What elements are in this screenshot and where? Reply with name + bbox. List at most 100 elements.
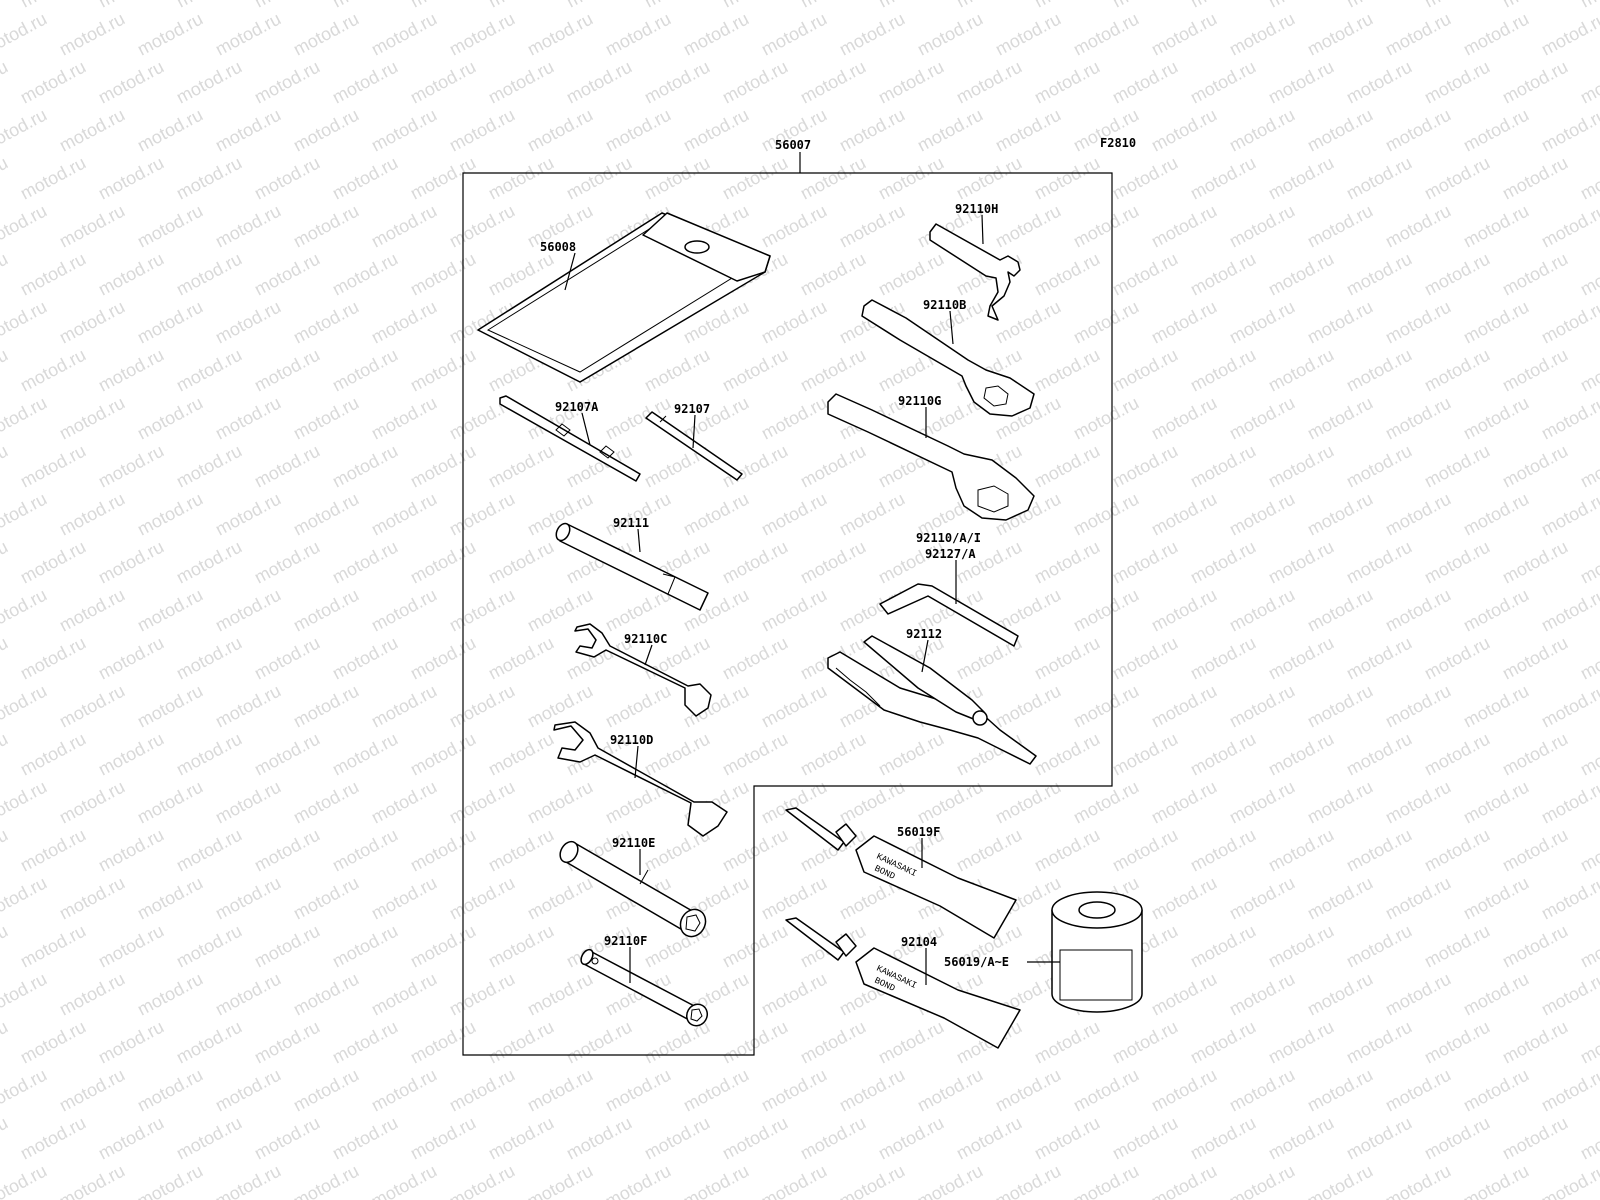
watermark-text: motod.ru bbox=[212, 489, 284, 540]
watermark-text: motod.ru bbox=[329, 537, 401, 588]
watermark-text: motod.ru bbox=[0, 9, 50, 60]
watermark-text: motod.ru bbox=[368, 489, 440, 540]
watermark-text: motod.ru bbox=[56, 105, 128, 156]
watermark-text: motod.ru bbox=[290, 681, 362, 732]
watermark-text: motod.ru bbox=[446, 873, 518, 924]
watermark-text: motod.ru bbox=[953, 0, 1025, 12]
watermark-text: motod.ru bbox=[1304, 1065, 1376, 1116]
watermark-text: motod.ru bbox=[17, 1113, 89, 1164]
watermark-text: motod.ru bbox=[875, 153, 947, 204]
watermark-text: motod.ru bbox=[1421, 441, 1493, 492]
watermark-text: motod.ru bbox=[524, 9, 596, 60]
watermark-text: motod.ru bbox=[134, 489, 206, 540]
watermark-text: motod.ru bbox=[0, 1017, 11, 1068]
watermark-text: motod.ru bbox=[56, 777, 128, 828]
watermark-text: motod.ru bbox=[1382, 585, 1454, 636]
watermark-text: motod.ru bbox=[1148, 1065, 1220, 1116]
watermark-text: motod.ru bbox=[1031, 153, 1103, 204]
watermark-text: motod.ru bbox=[329, 1017, 401, 1068]
watermark-text: motod.ru bbox=[0, 0, 11, 12]
watermark-text: motod.ru bbox=[95, 1017, 167, 1068]
watermark-text: motod.ru bbox=[1538, 969, 1600, 1020]
watermark-text: motod.ru bbox=[446, 585, 518, 636]
watermark-text: motod.ru bbox=[1031, 57, 1103, 108]
watermark-text: motod.ru bbox=[875, 57, 947, 108]
watermark-text: motod.ru bbox=[719, 729, 791, 780]
watermark-text: motod.ru bbox=[446, 969, 518, 1020]
watermark-text: motod.ru bbox=[0, 729, 11, 780]
watermark-text: motod.ru bbox=[797, 0, 869, 12]
watermark-text: motod.ru bbox=[758, 1161, 830, 1200]
label-pouch: 56008 bbox=[540, 240, 576, 254]
watermark-text: motod.ru bbox=[329, 153, 401, 204]
watermark-text: motod.ru bbox=[0, 105, 50, 156]
watermark-text: motod.ru bbox=[1109, 249, 1181, 300]
watermark-text: motod.ru bbox=[17, 921, 89, 972]
watermark-text: motod.ru bbox=[95, 153, 167, 204]
watermark-text: motod.ru bbox=[1226, 393, 1298, 444]
watermark-text: motod.ru bbox=[1343, 921, 1415, 972]
watermark-text: motod.ru bbox=[1265, 729, 1337, 780]
watermark-text: motod.ru bbox=[1343, 1113, 1415, 1164]
watermark-text: motod.ru bbox=[407, 1017, 479, 1068]
watermark-text: motod.ru bbox=[1109, 345, 1181, 396]
watermark-text: motod.ru bbox=[1499, 345, 1571, 396]
watermark-text: motod.ru bbox=[1460, 777, 1532, 828]
watermark-text: motod.ru bbox=[953, 825, 1025, 876]
watermark-text: motod.ru bbox=[1031, 1113, 1103, 1164]
watermark-text: motod.ru bbox=[0, 1113, 11, 1164]
watermark-text: motod.ru bbox=[485, 153, 557, 204]
leader-wrench-d bbox=[634, 745, 639, 779]
watermark-text: motod.ru bbox=[0, 393, 50, 444]
watermark-text: motod.ru bbox=[758, 9, 830, 60]
watermark-text: motod.ru bbox=[641, 0, 713, 12]
watermark-text: motod.ru bbox=[134, 585, 206, 636]
watermark-text: motod.ru bbox=[290, 969, 362, 1020]
watermark-text: motod.ru bbox=[173, 0, 245, 12]
watermark-text: motod.ru bbox=[0, 777, 50, 828]
watermark-text: motod.ru bbox=[485, 729, 557, 780]
leader-ring-wrench-b bbox=[949, 310, 954, 345]
watermark-text: motod.ru bbox=[758, 201, 830, 252]
watermark-text: motod.ru bbox=[992, 201, 1064, 252]
watermark-text: motod.ru bbox=[1382, 1161, 1454, 1200]
watermark-text: motod.ru bbox=[329, 57, 401, 108]
watermark-text: motod.ru bbox=[1187, 633, 1259, 684]
watermark-text: motod.ru bbox=[173, 921, 245, 972]
watermark-text: motod.ru bbox=[368, 681, 440, 732]
watermark-text: motod.ru bbox=[1226, 1065, 1298, 1116]
watermark-text: motod.ru bbox=[1187, 0, 1259, 12]
watermark-text: motod.ru bbox=[1421, 345, 1493, 396]
watermark-text: motod.ru bbox=[251, 345, 323, 396]
watermark-text: motod.ru bbox=[212, 777, 284, 828]
watermark-text: motod.ru bbox=[1226, 1161, 1298, 1200]
watermark-text: motod.ru bbox=[0, 201, 50, 252]
watermark-text: motod.ru bbox=[914, 1161, 986, 1200]
watermark-text: motod.ru bbox=[290, 777, 362, 828]
watermark-text: motod.ru bbox=[368, 585, 440, 636]
watermark-text: motod.ru bbox=[1538, 1065, 1600, 1116]
watermark-text: motod.ru bbox=[836, 105, 908, 156]
watermark-text: motod.ru bbox=[953, 153, 1025, 204]
watermark-text: motod.ru bbox=[0, 1065, 50, 1116]
watermark-text: motod.ru bbox=[251, 921, 323, 972]
watermark-text: motod.ru bbox=[1070, 1065, 1142, 1116]
ring-wrench-b-drawing bbox=[861, 299, 1035, 417]
watermark-text: motod.ru bbox=[0, 153, 11, 204]
watermark-text: motod.ru bbox=[251, 729, 323, 780]
watermark-text: motod.ru bbox=[758, 585, 830, 636]
watermark-text: motod.ru bbox=[1109, 729, 1181, 780]
watermark-text: motod.ru bbox=[953, 1113, 1025, 1164]
watermark-text: motod.ru bbox=[329, 345, 401, 396]
watermark-text: motod.ru bbox=[680, 105, 752, 156]
watermark-text: motod.ru bbox=[95, 345, 167, 396]
watermark-text: motod.ru bbox=[56, 393, 128, 444]
watermark-text: motod.ru bbox=[641, 345, 713, 396]
watermark-text: motod.ru bbox=[56, 969, 128, 1020]
handle-drawing bbox=[555, 522, 709, 611]
watermark-text: motod.ru bbox=[0, 537, 11, 588]
label-ring-wrench-b: 92110B bbox=[923, 298, 966, 312]
watermark-text: motod.ru bbox=[56, 873, 128, 924]
watermark-text: motod.ru bbox=[368, 969, 440, 1020]
watermark-text: motod.ru bbox=[1460, 873, 1532, 924]
